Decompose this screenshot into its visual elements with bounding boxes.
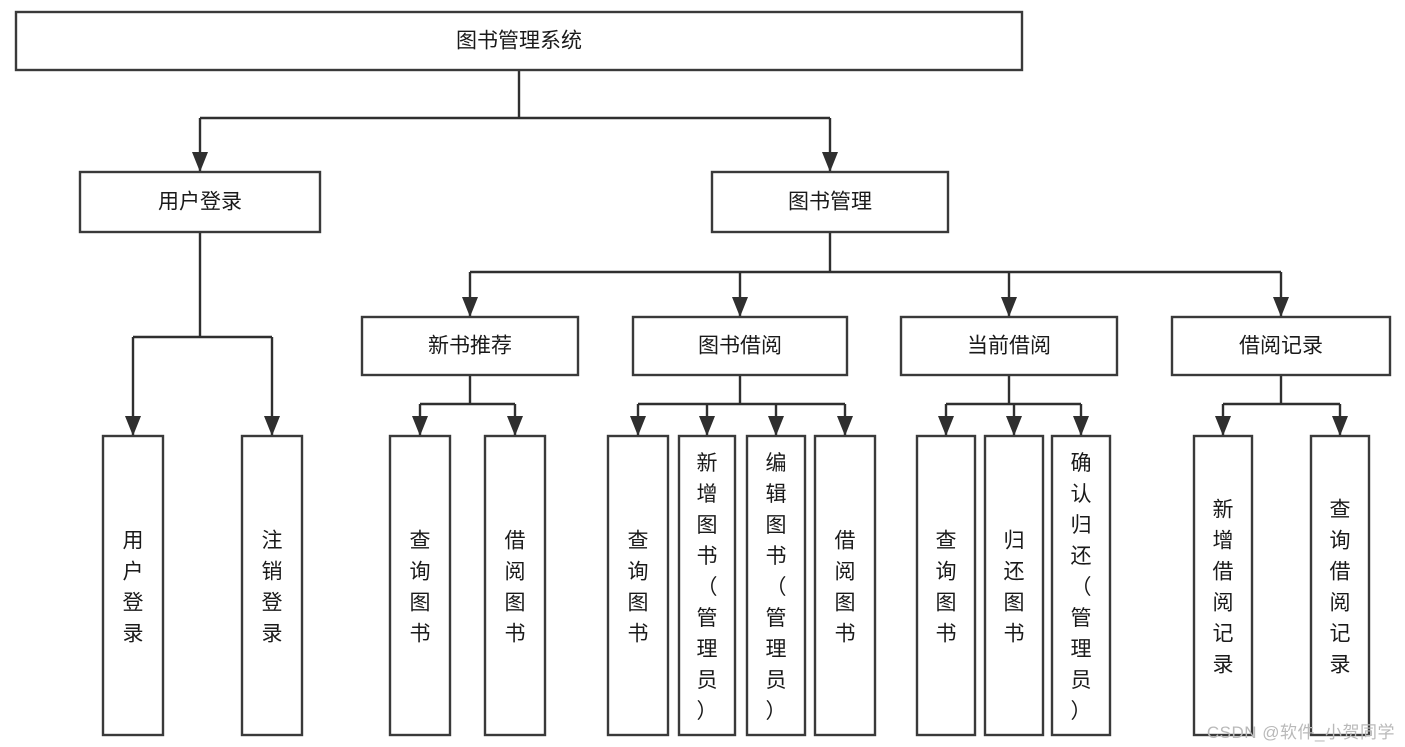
node-box[interactable] — [606, 434, 670, 737]
arrow-head — [125, 416, 141, 436]
arrow-head — [1001, 297, 1017, 317]
node-box[interactable] — [710, 170, 950, 234]
node-box[interactable] — [1192, 434, 1254, 737]
node-box[interactable] — [78, 170, 322, 234]
node-box[interactable] — [483, 434, 547, 737]
arrow-head — [1215, 416, 1231, 436]
node-label: 借阅图书 — [835, 530, 856, 646]
node-leaf-edit-book[interactable]: 编辑图书（管理员） — [745, 434, 807, 737]
connector-layer — [125, 70, 1348, 436]
arrow-head — [1006, 416, 1022, 436]
node-label: 用户登录 — [123, 530, 144, 646]
node-label: 查询借阅记录 — [1330, 499, 1351, 677]
node-label: 新书推荐 — [428, 335, 512, 358]
arrow-head — [822, 152, 838, 172]
arrow-head — [1273, 297, 1289, 317]
node-label: 归还图书 — [1004, 530, 1025, 646]
node-box[interactable] — [388, 434, 452, 737]
node-label: 编辑图书（管理员） — [766, 452, 787, 723]
node-box[interactable] — [1170, 315, 1392, 377]
node-box[interactable] — [899, 315, 1119, 377]
node-box[interactable] — [240, 434, 304, 737]
node-leaf-confirm-return[interactable]: 确认归还（管理员） — [1050, 434, 1112, 737]
node-leaf-borrow-book-1[interactable]: 借阅图书 — [483, 434, 547, 737]
node-box[interactable] — [631, 315, 849, 377]
node-label: 借阅记录 — [1239, 335, 1323, 358]
node-user-login[interactable]: 用户登录 — [78, 170, 322, 234]
node-book-manage[interactable]: 图书管理 — [710, 170, 950, 234]
arrow-head — [768, 416, 784, 436]
node-label: 图书管理 — [788, 191, 872, 214]
node-box[interactable] — [1050, 434, 1112, 737]
node-box[interactable] — [360, 315, 580, 377]
node-label: 新增图书（管理员） — [697, 452, 718, 723]
node-label: 查询图书 — [628, 530, 649, 646]
arrow-head — [837, 416, 853, 436]
arrow-head — [264, 416, 280, 436]
node-leaf-query-book-2[interactable]: 查询图书 — [606, 434, 670, 737]
node-current-borrow[interactable]: 当前借阅 — [899, 315, 1119, 377]
node-leaf-query-book-1[interactable]: 查询图书 — [388, 434, 452, 737]
arrow-head — [192, 152, 208, 172]
node-label: 确认归还（管理员） — [1071, 452, 1092, 723]
node-root[interactable]: 图书管理系统 — [14, 10, 1024, 72]
node-label: 新增借阅记录 — [1213, 499, 1234, 677]
arrow-head — [630, 416, 646, 436]
node-leaf-add-book[interactable]: 新增图书（管理员） — [677, 434, 737, 737]
node-leaf-user-login[interactable]: 用户登录 — [101, 434, 165, 737]
node-label: 查询图书 — [936, 530, 957, 646]
node-leaf-add-record[interactable]: 新增借阅记录 — [1192, 434, 1254, 737]
node-label: 注销登录 — [262, 530, 283, 646]
node-box[interactable] — [813, 434, 877, 737]
arrow-head — [507, 416, 523, 436]
arrow-head — [699, 416, 715, 436]
node-layer: 图书管理系统用户登录图书管理新书推荐图书借阅当前借阅借阅记录用户登录注销登录查询… — [14, 10, 1392, 737]
arrow-head — [1332, 416, 1348, 436]
node-box[interactable] — [745, 434, 807, 737]
arrow-head — [412, 416, 428, 436]
arrow-head — [938, 416, 954, 436]
node-label: 图书管理系统 — [456, 30, 582, 53]
node-label: 用户登录 — [158, 191, 242, 214]
node-leaf-borrow-book-2[interactable]: 借阅图书 — [813, 434, 877, 737]
node-label: 借阅图书 — [505, 530, 526, 646]
arrow-head — [732, 297, 748, 317]
arrow-head — [462, 297, 478, 317]
node-label: 查询图书 — [410, 530, 431, 646]
node-label: 图书借阅 — [698, 335, 782, 358]
node-box[interactable] — [983, 434, 1045, 737]
node-leaf-return-book[interactable]: 归还图书 — [983, 434, 1045, 737]
node-book-borrow[interactable]: 图书借阅 — [631, 315, 849, 377]
node-leaf-user-logout[interactable]: 注销登录 — [240, 434, 304, 737]
node-box[interactable] — [677, 434, 737, 737]
node-new-book-recommend[interactable]: 新书推荐 — [360, 315, 580, 377]
node-box[interactable] — [1309, 434, 1371, 737]
node-box[interactable] — [101, 434, 165, 737]
node-leaf-query-book-3[interactable]: 查询图书 — [915, 434, 977, 737]
node-leaf-query-record[interactable]: 查询借阅记录 — [1309, 434, 1371, 737]
arrow-head — [1073, 416, 1089, 436]
node-box[interactable] — [14, 10, 1024, 72]
node-borrow-record[interactable]: 借阅记录 — [1170, 315, 1392, 377]
node-label: 当前借阅 — [967, 335, 1051, 358]
node-box[interactable] — [915, 434, 977, 737]
